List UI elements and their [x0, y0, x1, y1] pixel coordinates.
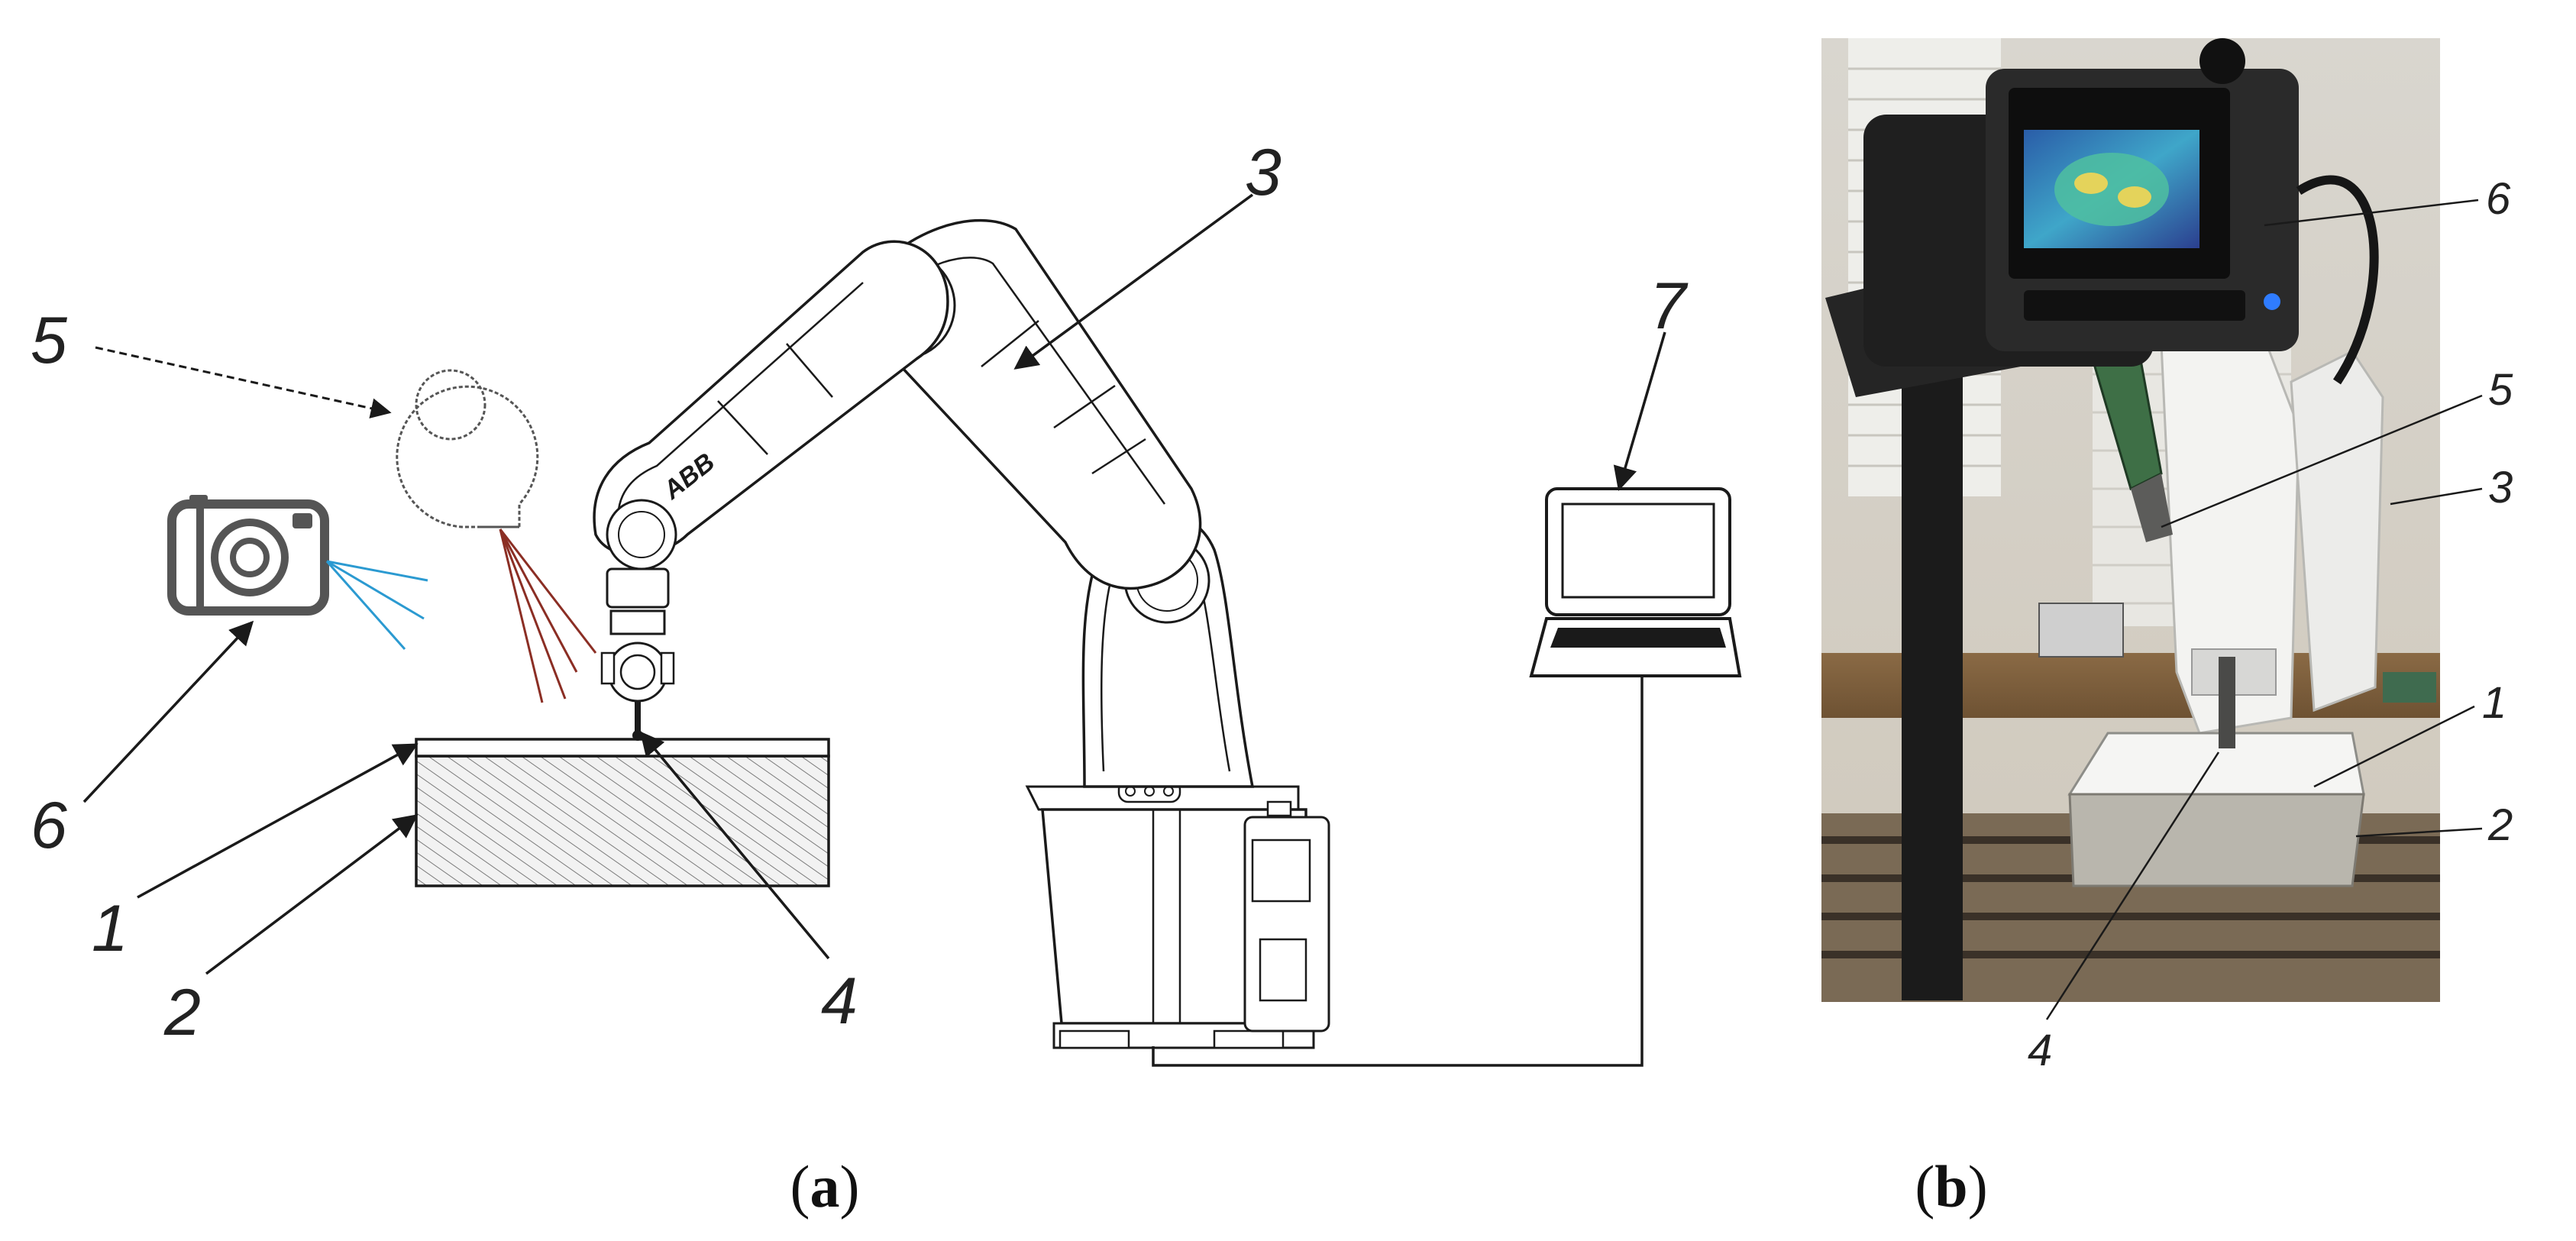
leader-b-5: [2161, 394, 2483, 528]
camera-icon: [167, 495, 329, 616]
label-computer: 7: [1650, 270, 1689, 343]
caption-a: (a): [790, 1153, 860, 1220]
label-b-workpiece: 1: [2482, 678, 2507, 728]
label-b-tool: 4: [2028, 1026, 2052, 1075]
label-b-heat-gun: 5: [2488, 365, 2513, 415]
workpiece-block: [415, 738, 830, 887]
leader-b-3: [2390, 487, 2483, 506]
label-workpiece-block: 2: [163, 976, 201, 1049]
panel-b-photo: 6 5 3 1 2 4 (b): [1821, 38, 2513, 1220]
leader-b-1: [2313, 705, 2475, 788]
label-robot-arm: 3: [1245, 136, 1282, 209]
leader-b-4: [2045, 751, 2220, 1020]
leader-b-6: [2264, 199, 2479, 227]
caption-b: (b): [1915, 1153, 1987, 1220]
label-camera: 6: [31, 789, 67, 862]
leader-b-2: [2355, 827, 2483, 838]
heater-icon: [396, 369, 539, 528]
label-b-base-block: 2: [2487, 800, 2513, 850]
label-workpiece-surface: 1: [92, 892, 128, 965]
panel-a-schematic: ABB 5 6: [31, 136, 1742, 1220]
robot-arm: ABB: [593, 218, 1330, 1049]
heat-rays: [499, 528, 597, 703]
label-b-thermal-camera: 6: [2486, 174, 2511, 224]
camera-rays: [325, 560, 428, 650]
label-tool: 4: [821, 965, 858, 1038]
label-heater: 5: [31, 304, 68, 377]
computer-icon: [1529, 487, 1742, 677]
photo-frame: [1821, 38, 2440, 1002]
label-b-robot-arm: 3: [2488, 463, 2513, 512]
